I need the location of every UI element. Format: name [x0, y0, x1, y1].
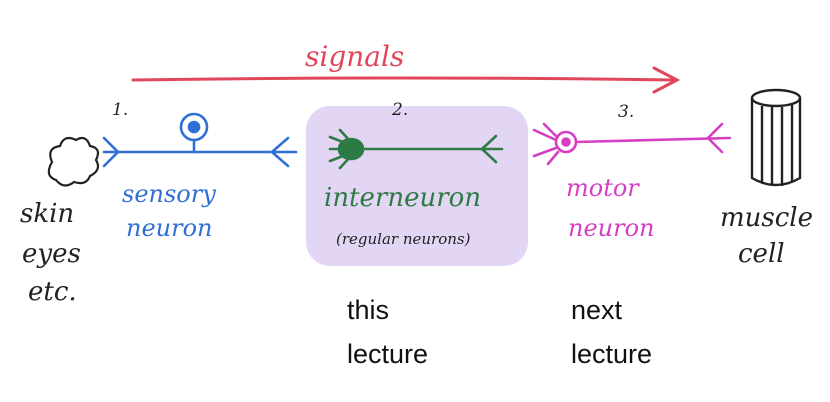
signals-label: signals: [305, 40, 404, 73]
next-lecture-note: next lecture: [571, 288, 652, 376]
motor-label-line1: motor: [566, 174, 640, 202]
muscle-cell-icon: [750, 88, 802, 187]
signals-arrow: [131, 66, 681, 94]
motor-neuron-drawing: [532, 122, 732, 166]
this-lecture-line2: lecture: [347, 339, 429, 369]
skin-blob-icon: [47, 136, 100, 187]
interneuron-sublabel: (regular neurons): [336, 230, 471, 248]
sensory-label-line2: neuron: [126, 214, 213, 242]
source-label-skin: skin: [20, 199, 74, 229]
interneuron-drawing: [328, 128, 504, 170]
sensory-neuron-drawing: [102, 112, 298, 168]
target-label-muscle: muscle: [720, 203, 813, 233]
target-label-cell: cell: [738, 239, 785, 269]
source-label-eyes: eyes: [22, 239, 81, 269]
source-label-etc: etc.: [28, 277, 77, 307]
this-lecture-line1: this: [347, 295, 390, 325]
step-1-label: 1.: [112, 100, 128, 120]
step-2-label: 2.: [391, 100, 408, 120]
step-3-label: 3.: [618, 102, 634, 122]
next-lecture-line2: lecture: [571, 339, 653, 369]
interneuron-label: interneuron: [324, 183, 481, 213]
sensory-label-line1: sensory: [122, 180, 216, 208]
this-lecture-note: this lecture: [347, 288, 428, 376]
next-lecture-line1: next: [571, 295, 623, 325]
motor-label-line2: neuron: [568, 214, 655, 242]
